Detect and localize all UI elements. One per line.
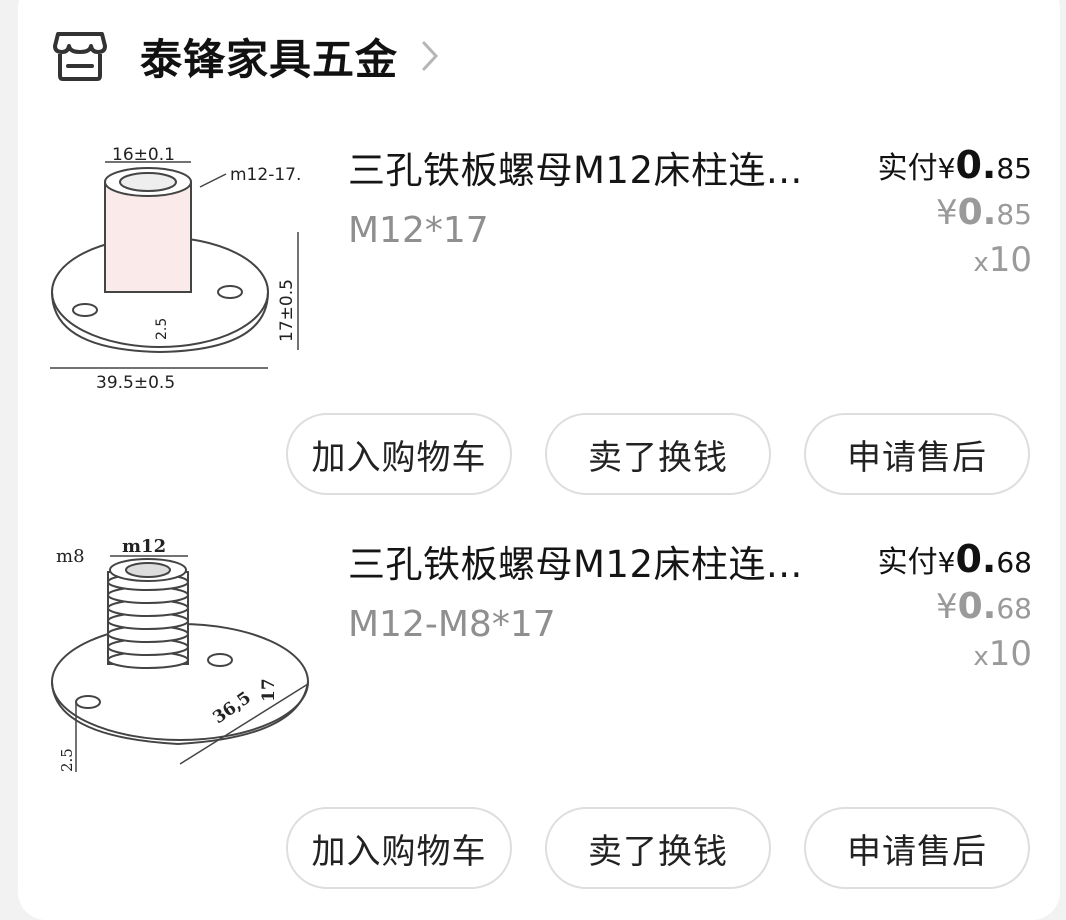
paid-dec: 68 bbox=[996, 546, 1032, 579]
currency-symbol: ¥ bbox=[937, 152, 956, 185]
product-variant: M12-M8*17 bbox=[348, 604, 556, 645]
chevron-right-icon bbox=[420, 38, 444, 74]
shop-name: 泰锋家具五金 bbox=[140, 34, 399, 84]
orig-dec: 68 bbox=[996, 592, 1032, 625]
product-title[interactable]: 三孔铁板螺母M12床柱连... bbox=[348, 543, 803, 586]
product-variant: M12*17 bbox=[348, 210, 489, 251]
qty-prefix: x bbox=[973, 248, 989, 278]
after-sales-button[interactable]: 申请售后 bbox=[804, 807, 1030, 889]
quantity: x10 bbox=[812, 630, 1032, 678]
currency-symbol: ¥ bbox=[937, 546, 956, 579]
after-sales-button[interactable]: 申请售后 bbox=[804, 413, 1030, 495]
add-to-cart-button[interactable]: 加入购物车 bbox=[286, 413, 512, 495]
order-item[interactable]: 16±0.1 m12-17. 17±0.5 2.5 39.5±0.5 三孔铁板螺… bbox=[0, 120, 1066, 510]
orig-int: 0. bbox=[957, 586, 997, 627]
drawing-diameter-dim: 39.5±0.5 bbox=[96, 373, 175, 392]
drawing-plate-dim: 2.5 bbox=[154, 318, 170, 340]
qty-prefix: x bbox=[973, 642, 989, 672]
paid-price: 实付¥0.68 bbox=[812, 534, 1032, 584]
paid-int: 0. bbox=[955, 143, 997, 187]
paid-int: 0. bbox=[955, 537, 997, 581]
price-column: 实付¥0.85 ¥0.85 x10 bbox=[812, 140, 1032, 284]
quantity: x10 bbox=[812, 236, 1032, 284]
orig-int: 0. bbox=[957, 192, 997, 233]
resell-button[interactable]: 卖了换钱 bbox=[545, 807, 771, 889]
shop-header[interactable]: 泰锋家具五金 bbox=[52, 24, 444, 88]
paid-price: 实付¥0.85 bbox=[812, 140, 1032, 190]
original-price: ¥0.68 bbox=[812, 584, 1032, 630]
paid-dec: 85 bbox=[996, 152, 1032, 185]
add-to-cart-button[interactable]: 加入购物车 bbox=[286, 807, 512, 889]
price-column: 实付¥0.68 ¥0.68 x10 bbox=[812, 534, 1032, 678]
drawing-top-dim: 16±0.1 bbox=[112, 145, 175, 165]
drawing-outer-thread: m12 bbox=[122, 536, 166, 557]
resell-button[interactable]: 卖了换钱 bbox=[545, 413, 771, 495]
drawing-height-dim: 17 bbox=[259, 678, 279, 702]
drawing-thread-label: m12-17. bbox=[230, 165, 301, 185]
store-icon bbox=[52, 28, 108, 84]
paid-label: 实付 bbox=[877, 545, 938, 580]
order-item[interactable]: m8 m12 36,5 17 2.5 三孔铁板螺母M12床柱连... M12-M… bbox=[0, 514, 1066, 904]
paid-label: 实付 bbox=[877, 151, 938, 186]
product-title[interactable]: 三孔铁板螺母M12床柱连... bbox=[348, 149, 803, 192]
currency-symbol: ¥ bbox=[935, 587, 958, 627]
qty-value: 10 bbox=[988, 634, 1032, 674]
product-image[interactable]: 16±0.1 m12-17. 17±0.5 2.5 39.5±0.5 bbox=[50, 142, 314, 393]
product-image[interactable]: m8 m12 36,5 17 2.5 bbox=[50, 532, 314, 782]
drawing-plate-dim: 2.5 bbox=[58, 748, 76, 772]
drawing-inner-thread: m8 bbox=[56, 546, 85, 567]
currency-symbol: ¥ bbox=[935, 193, 958, 233]
orig-dec: 85 bbox=[996, 198, 1032, 231]
qty-value: 10 bbox=[988, 240, 1032, 280]
original-price: ¥0.85 bbox=[812, 190, 1032, 236]
drawing-height-dim: 17±0.5 bbox=[277, 279, 297, 342]
